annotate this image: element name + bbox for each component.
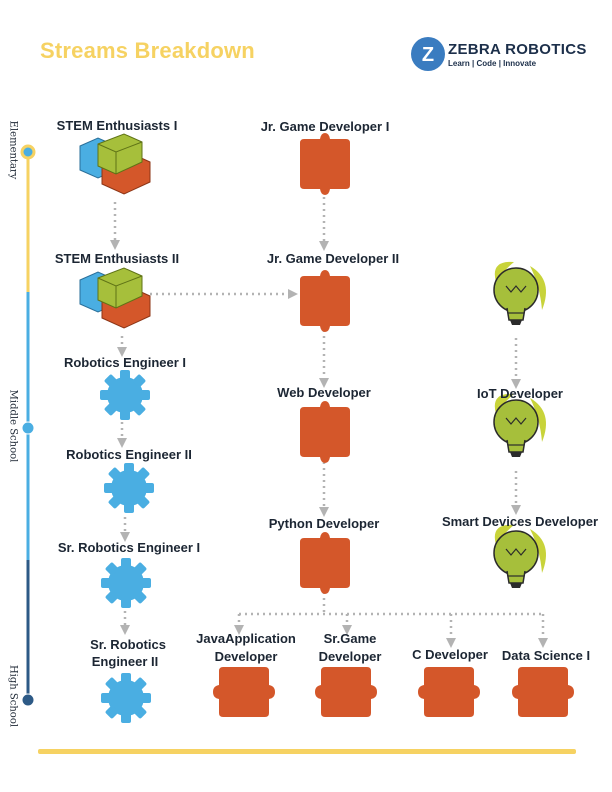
srrobo2-gear-icon <box>101 673 151 723</box>
stem1-blocks-icon <box>79 133 151 195</box>
connectors <box>110 197 548 648</box>
brand-tagline: Learn | Code | Innovate <box>448 59 537 68</box>
srgame-puzzle-icon <box>315 667 377 717</box>
smart-bulb-icon <box>493 524 547 589</box>
label-stem1: STEM Enthusiasts I <box>56 118 178 133</box>
bulb1-icon <box>493 261 547 326</box>
label-robo1: Robotics Engineer I <box>63 355 187 370</box>
label-smart: Smart Devices Developer <box>441 514 599 529</box>
stem2-blocks-icon <box>79 267 151 329</box>
label-datasci: Data Science I <box>501 648 591 663</box>
webdev-puzzle-icon <box>300 401 350 463</box>
brand-logo-letter: Z <box>422 44 434 66</box>
python-puzzle-icon <box>300 532 350 594</box>
robo1-gear-icon <box>100 370 150 420</box>
java-puzzle-icon <box>213 667 275 717</box>
robo2-gear-icon <box>104 463 154 513</box>
label-python: Python Developer <box>268 516 380 531</box>
label-srgame-line2: Developer <box>318 649 382 664</box>
page-title: Streams Breakdown <box>40 38 255 63</box>
level-middle-school: Middle School <box>7 389 19 463</box>
timeline-dot-elementary <box>20 144 36 160</box>
label-srrobo2-line2: Engineer II <box>91 654 159 669</box>
brand-name: ZEBRA ROBOTICS <box>448 41 587 58</box>
label-robo2: Robotics Engineer II <box>66 447 192 462</box>
level-high-school: High School <box>7 664 19 728</box>
label-webdev: Web Developer <box>277 385 371 400</box>
level-elementary: Elementary <box>7 120 19 180</box>
label-cdev: C Developer <box>412 647 488 662</box>
label-srrobo2-line1: Sr. Robotics <box>90 637 166 652</box>
jrgame1-puzzle-icon <box>300 133 350 195</box>
label-jrgame1: Jr. Game Developer I <box>260 119 390 134</box>
datasci-puzzle-icon <box>512 667 574 717</box>
cdev-puzzle-icon <box>418 667 480 717</box>
timeline-dot-high <box>21 693 35 707</box>
label-java-line2: Developer <box>214 649 278 664</box>
jrgame2-puzzle-icon <box>300 270 350 332</box>
iot-bulb-icon <box>493 393 547 458</box>
label-srrobo1: Sr. Robotics Engineer I <box>57 540 201 555</box>
brand-logo: Z <box>411 37 445 71</box>
label-stem2: STEM Enthusiasts II <box>54 251 180 266</box>
srrobo1-gear-icon <box>101 558 151 608</box>
label-srgame-line1: Sr.Game <box>323 631 377 646</box>
label-iot: IoT Developer <box>477 386 563 401</box>
timeline-dot-middle <box>21 421 35 435</box>
label-jrgame2: Jr. Game Developer II <box>266 251 400 266</box>
label-java-line1: JavaApplication <box>196 631 296 646</box>
bottom-bar <box>38 749 576 754</box>
